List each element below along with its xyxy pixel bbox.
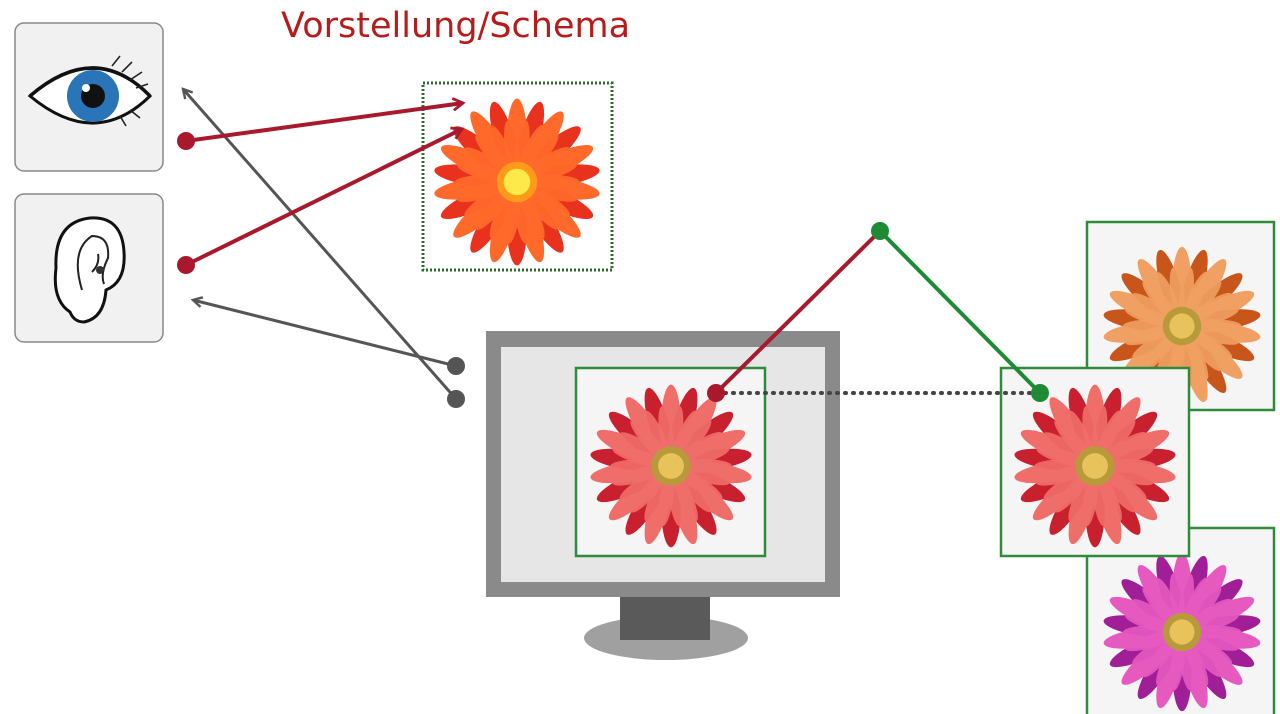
edge-eye-to-schema xyxy=(185,103,463,143)
gray-dot xyxy=(447,357,465,375)
red-flower-icon xyxy=(1014,384,1176,548)
compare-card-red xyxy=(999,366,1191,558)
green-peak-line xyxy=(878,229,1042,395)
painted-flower-icon xyxy=(434,98,600,266)
green-dot xyxy=(1031,384,1049,402)
edge-ear-to-schema xyxy=(185,129,462,267)
diagram-title: Vorstellung/Schema xyxy=(281,6,631,46)
red-dot xyxy=(177,256,195,274)
green-dot xyxy=(871,222,889,240)
monitor-stand xyxy=(620,597,710,640)
red-dot xyxy=(177,132,195,150)
edge-monitor-to-eye xyxy=(183,89,458,400)
ear-panel xyxy=(14,193,164,343)
gray-dot xyxy=(447,390,465,408)
eye-panel xyxy=(14,22,164,172)
schema-image xyxy=(421,81,614,272)
red-flower-icon xyxy=(590,384,752,548)
orange-flower-icon xyxy=(1103,246,1261,406)
pink-flower-icon xyxy=(1103,552,1261,712)
red-peak-line xyxy=(714,229,882,395)
monitor xyxy=(486,331,840,660)
eye-icon xyxy=(27,55,153,127)
ear-icon xyxy=(53,216,126,324)
red-dot xyxy=(707,384,725,402)
edge-monitor-to-ear xyxy=(193,300,457,368)
